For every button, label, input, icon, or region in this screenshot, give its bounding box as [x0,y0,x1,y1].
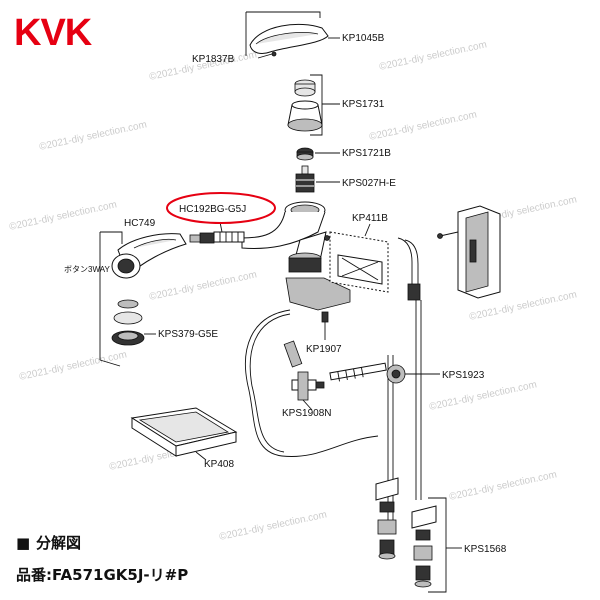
label-kps1908n: KPS1908N [282,408,331,419]
label-kp408: KP408 [204,459,234,470]
watermark: ©2021-diy selection.com [378,39,488,73]
part-kps1923-nut [386,364,440,384]
label-kp411b: KP411B [352,213,388,224]
part-kps379-spray-plate [111,299,156,346]
label-kps379: KPS379-G5E [158,329,218,340]
watermark: ©2021-diy selection.com [148,269,258,303]
diagram-title: 分解図 [36,534,81,552]
product-number: 品番:FA571GK5J-リ#P [16,566,188,584]
label-kps1568: KPS1568 [464,544,507,555]
watermark: ©2021-diy selection.com [218,509,328,543]
highlight-ring [166,192,276,224]
part-kps1908n-adapter [291,371,325,411]
label-button-3way: ボタン3WAY [64,265,110,274]
part-faucet-base [285,252,351,323]
part-kps1731-cover [287,74,340,136]
label-kps1923: KPS1923 [442,370,485,381]
label-kp1045b: KP1045B [342,33,385,44]
part-kp408-tray [130,407,238,461]
label-kps1721b: KPS1721B [342,148,391,159]
label-kp1837b: KP1837B [192,54,235,65]
watermark: ©2021-diy selection.com [18,349,128,383]
watermark: ©2021-diy selection.com [38,119,148,153]
label-hc192bg: HC192BG-G5J [179,204,246,215]
part-kps1568-fittings [375,477,462,593]
watermark: ©2021-diy selection.com [368,109,478,143]
part-kps1721b-nut [296,147,340,161]
part-kp1045b-lever-handle [245,11,340,56]
part-hc749-hand-shower [99,231,187,367]
watermark: ©2021-diy selection.com [8,199,118,233]
kvk-logo: KVK [14,12,93,54]
watermark: ©2021-diy selection.com [428,379,538,413]
part-mounting-rod [329,362,387,382]
part-kps027he-cartridge [295,165,340,193]
label-kps1731: KPS1731 [342,99,385,110]
watermark: ©2021-diy selection.com [448,469,558,503]
part-shower-hose [245,309,379,457]
part-hc192bg-hose-joint [189,221,245,244]
diagram-title-mark: ■ [16,534,30,552]
label-hc749: HC749 [124,218,156,229]
label-kps027he: KPS027H-E [342,178,396,189]
label-kp1907: KP1907 [306,344,342,355]
part-kp1837b-screw [257,51,277,59]
part-kp411b-bracket [324,223,389,293]
part-side-bracket [437,205,501,299]
